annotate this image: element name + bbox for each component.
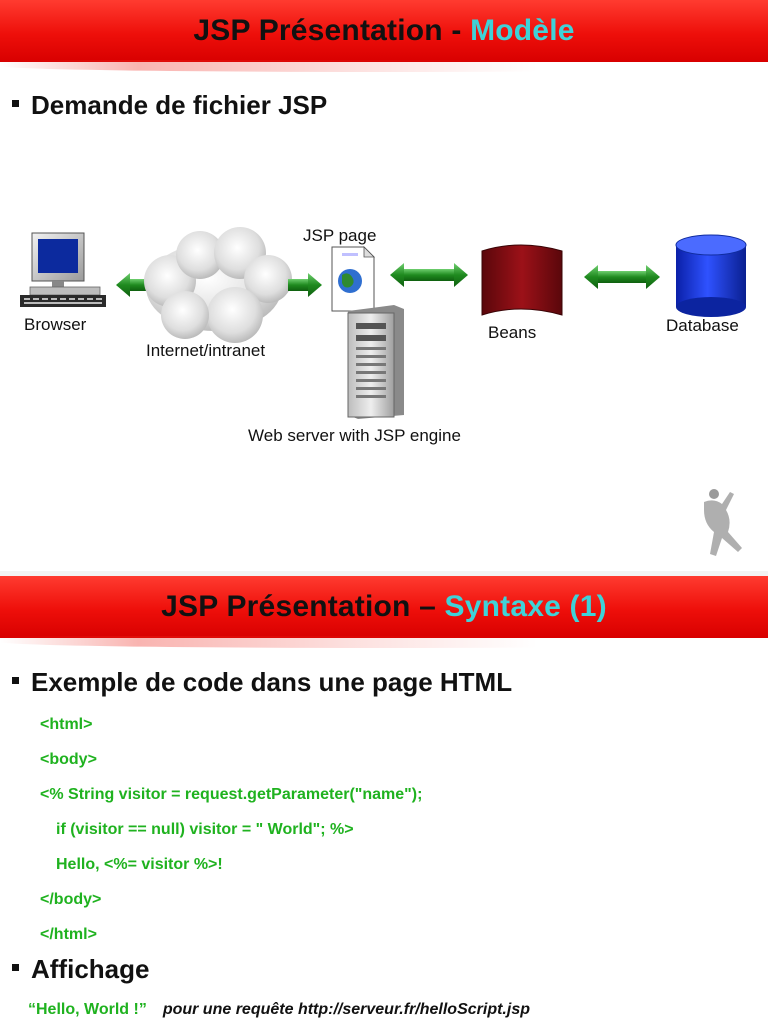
slide-separator xyxy=(0,571,768,576)
result-request: pour une requête http://serveur.fr/hello… xyxy=(162,1001,530,1018)
bullet-item: Affichage xyxy=(12,954,149,985)
code-line: <% String visitor = request.getParameter… xyxy=(40,786,423,803)
bullet-square-icon xyxy=(12,964,19,971)
slide-title-bar: JSP Présentation – Syntaxe (1) xyxy=(0,576,768,648)
slide-title-main: JSP Présentation – xyxy=(161,590,445,623)
jsp-architecture-diagram: Browser Internet/intranet JSP page Beans… xyxy=(0,215,768,465)
display-result: “Hello, World !” pour une requête http://… xyxy=(28,1001,530,1019)
bullet-text: Exemple de code dans une page HTML xyxy=(31,667,513,697)
jsp-page-label: JSP page xyxy=(303,226,377,245)
database-label: Database xyxy=(666,316,739,335)
arrow-jsp-beans xyxy=(390,263,468,287)
web-server-icon xyxy=(347,305,404,419)
slide-title-accent: Syntaxe (1) xyxy=(444,590,607,623)
code-line: Hello, <%= visitor %>! xyxy=(56,856,223,873)
bullet-square-icon xyxy=(12,677,19,684)
code-line: </html> xyxy=(40,926,97,943)
beans-label: Beans xyxy=(488,323,537,342)
slide-title-accent: Modèle xyxy=(470,14,575,47)
jsp-page-document-icon xyxy=(331,246,375,312)
slide-title-main: JSP Présentation - xyxy=(193,14,471,47)
arrow-beans-database xyxy=(584,265,660,289)
code-line: if (visitor == null) visitor = " World";… xyxy=(56,821,354,838)
bullet-text: Demande de fichier JSP xyxy=(31,90,328,120)
slide-title-bar: JSP Présentation - Modèle xyxy=(0,0,768,72)
code-line: </body> xyxy=(40,891,102,908)
slide-title: JSP Présentation – Syntaxe (1) xyxy=(161,590,607,624)
internet-cloud-icon xyxy=(144,227,292,343)
code-line: <body> xyxy=(40,751,97,768)
slide-syntaxe: JSP Présentation – Syntaxe (1) Exemple d… xyxy=(0,576,768,1024)
diagram-graphics xyxy=(20,227,747,419)
result-output: “Hello, World !” xyxy=(28,1001,147,1018)
slide-modele: JSP Présentation - Modèle Demande de fic… xyxy=(0,0,768,556)
jumping-figure-logo-icon xyxy=(704,489,742,556)
bullet-square-icon xyxy=(12,100,19,107)
bullet-item: Exemple de code dans une page HTML xyxy=(12,667,512,698)
bullet-text: Affichage xyxy=(31,954,150,984)
browser-label: Browser xyxy=(24,315,87,334)
browser-computer-icon xyxy=(20,232,106,307)
internet-label: Internet/intranet xyxy=(146,341,266,360)
beans-icon xyxy=(481,244,563,316)
database-cylinder-icon xyxy=(675,234,747,317)
webserver-label: Web server with JSP engine xyxy=(248,426,461,445)
slide-title: JSP Présentation - Modèle xyxy=(193,14,574,48)
code-line: <html> xyxy=(40,716,93,733)
bullet-item: Demande de fichier JSP xyxy=(12,90,327,121)
arrow-internet-jsp xyxy=(288,273,322,297)
